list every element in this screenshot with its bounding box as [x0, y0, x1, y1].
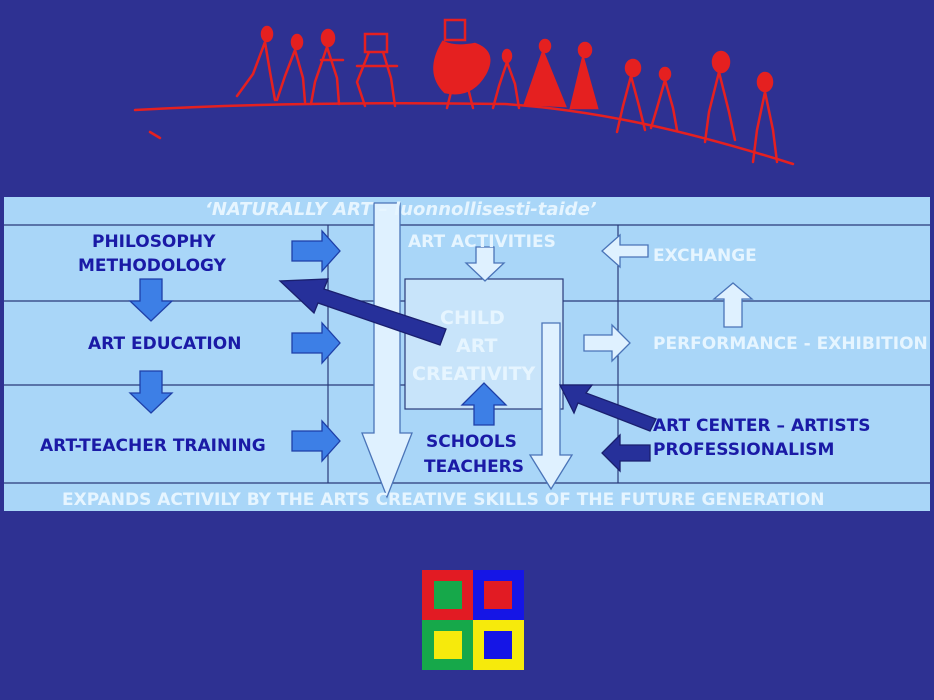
label-art-education: ART EDUCATION [88, 334, 242, 354]
label-art: ART [456, 335, 498, 357]
label-schools: SCHOOLS [426, 432, 517, 452]
diagram-footer: EXPANDS ACTIVILY BY THE ARTS CREATIVE SK… [62, 490, 825, 510]
naturally-art-diagram [0, 195, 934, 515]
label-performance-exhibition: PERFORMANCE - EXHIBITION [653, 334, 928, 354]
label-child: CHILD [440, 307, 505, 329]
label-art-center-artists: ART CENTER – ARTISTS [653, 416, 871, 436]
label-creativity: CREATIVITY [412, 363, 536, 385]
label-philosophy: PHILOSOPHY [92, 232, 216, 252]
label-methodology: METHODOLOGY [78, 256, 226, 276]
label-teachers: TEACHERS [424, 457, 525, 477]
four-squares-logo [422, 570, 524, 670]
label-professionalism: PROFESSIONALISM [653, 440, 835, 460]
label-art-activities: ART ACTIVITIES [408, 232, 556, 252]
label-art-teacher-training: ART-TEACHER TRAINING [40, 436, 266, 456]
child-drawing-figures [133, 18, 795, 166]
diagram-title: ‘NATURALLY ART – luonnollisesti-taide’ [205, 199, 597, 220]
label-exchange: EXCHANGE [653, 246, 757, 266]
